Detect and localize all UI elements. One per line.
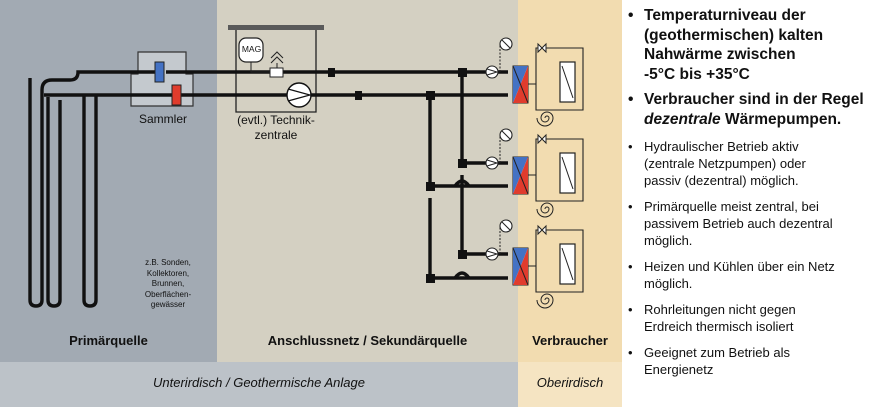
central-label: (evtl.) Technik- zentrale [237, 113, 315, 142]
aboveground-label: Oberirdisch [536, 375, 604, 390]
network-zone-label: Anschlussnetz / Sekundärquelle [267, 333, 468, 348]
cold-header [154, 61, 165, 83]
consumer-units [485, 37, 584, 309]
feature-list: Temperaturniveau der (geothermischen) ka… [626, 6, 870, 387]
network-zone [217, 0, 518, 362]
consumer-unit-2 [485, 128, 584, 218]
bullet-energy-network: Geeignet zum Betrieb als Energienetz [626, 344, 870, 378]
bullet-primary-source: Primärquelle meist zentral, bei passivem… [626, 198, 870, 249]
pipe-fittings [328, 68, 467, 283]
bullet-hydraulic: Hydraulischer Betrieb aktiv (zentrale Ne… [626, 138, 870, 189]
source-types: z.B. Sonden, Kollektoren, Brunnen, Oberf… [144, 258, 192, 309]
borehole-loops [28, 70, 178, 308]
piping-diagram [28, 25, 584, 309]
underground-label: Unterirdisch / Geothermische Anlage [153, 375, 365, 390]
bullet-insulation: Rohrleitungen nicht gegen Erdreich therm… [626, 301, 870, 335]
collector-label: Sammler [138, 112, 187, 126]
consumer-unit-1 [485, 37, 584, 127]
aboveground-bar [518, 362, 622, 407]
underground-bar [0, 362, 518, 407]
primary-zone-label: Primärquelle [69, 333, 148, 348]
consumer-unit-3 [485, 219, 584, 309]
central-pump-icon [286, 82, 313, 108]
mag-label: MAG [241, 44, 262, 54]
bullet-consumers: Verbraucher sind in der Regel dezentrale… [626, 90, 870, 129]
consumer-zone-label: Verbraucher [532, 333, 608, 348]
bullet-temperature: Temperaturniveau der (geothermischen) ka… [626, 6, 870, 84]
expansion-vessel [238, 37, 284, 78]
bullet-heating-cooling: Heizen und Kühlen über ein Netz möglich. [626, 258, 870, 292]
warm-header [171, 84, 182, 106]
network-pipes [166, 70, 508, 280]
